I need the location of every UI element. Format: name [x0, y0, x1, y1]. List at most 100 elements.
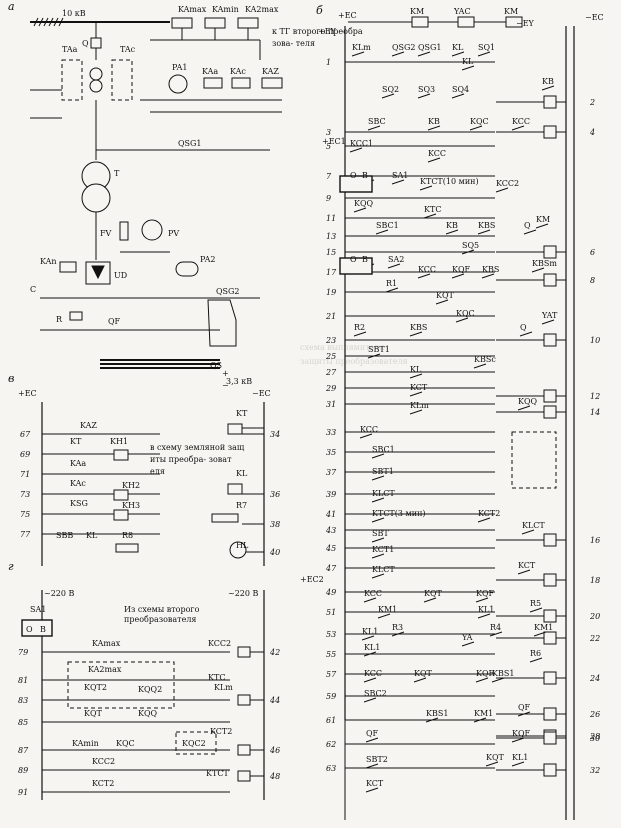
row-num-left: 47	[325, 564, 337, 573]
d-sa1-box	[21, 619, 53, 637]
coil-right	[543, 245, 557, 259]
coil-right	[543, 389, 557, 403]
contact-symbol	[349, 147, 363, 153]
contact-label: KTC	[424, 205, 441, 214]
contact-symbol	[517, 711, 531, 717]
contact-label: R5	[530, 599, 541, 608]
contact-label: QF	[518, 703, 531, 712]
contact-label: KCC	[428, 149, 446, 158]
kaa-label: KAa	[202, 67, 218, 76]
contact-symbol	[391, 51, 405, 57]
kamin-label: KAmin	[212, 5, 239, 14]
c-label: C	[30, 285, 36, 294]
d-label: SA1	[30, 605, 46, 614]
d-label: KCC2	[208, 639, 231, 648]
contact-symbol	[435, 299, 449, 305]
row-num-right: 26	[589, 710, 600, 719]
d-label: KQQ	[138, 709, 158, 718]
kl-coil	[227, 483, 243, 495]
contact-symbol	[451, 93, 465, 99]
contact-label: KL	[410, 365, 422, 374]
ammeter-pa1	[168, 74, 188, 94]
d-label: KQT2	[84, 683, 107, 692]
contact-label: QSG2	[392, 43, 416, 52]
row-num-right: 4	[589, 128, 595, 137]
row-num-left: 35	[326, 448, 336, 457]
coil-km2-top	[505, 16, 523, 28]
kac-label: KAc	[230, 67, 246, 76]
contact-symbol	[367, 125, 381, 131]
contact-label: KQQ	[518, 397, 538, 406]
transformer-secondary	[81, 183, 111, 213]
contact-label: Q	[520, 323, 527, 332]
bleed-text: защиты преобразователя	[300, 357, 408, 366]
contact-symbol	[531, 267, 545, 273]
d-label: KA2max	[88, 665, 122, 674]
c-row-left: 75	[20, 510, 30, 519]
ta-a-label: TAa	[62, 45, 78, 54]
d-label: KCT2	[210, 727, 232, 736]
c-row-right: 34	[270, 430, 280, 439]
ammeter-pa2	[175, 261, 199, 277]
breaker-q	[90, 37, 102, 49]
row-num-left: 31	[326, 400, 336, 409]
c-label: KH2	[122, 481, 140, 490]
row-num-left: 53	[326, 630, 336, 639]
r8-resistor	[115, 543, 139, 553]
d-coil	[237, 744, 251, 756]
row-num-right: 30	[590, 734, 600, 743]
contact-label: SBT2	[366, 755, 388, 764]
relay-kamin	[204, 17, 226, 29]
kaz-label: KAZ	[262, 67, 279, 76]
panel-label-c: в	[8, 372, 14, 385]
contact-label: SQ3	[418, 85, 435, 94]
c-label: R8	[122, 531, 133, 540]
d-label: KCT2	[92, 779, 114, 788]
sa1-box	[339, 175, 373, 193]
coil-right	[543, 125, 557, 139]
contact-label: KCC1	[350, 139, 373, 148]
contact-symbol	[363, 651, 377, 657]
coil-right	[543, 405, 557, 419]
contact-label: KLCT	[522, 521, 545, 530]
contact-label: KBSm	[532, 259, 557, 268]
hatch	[48, 17, 54, 27]
row-num-right: 10	[590, 336, 600, 345]
contact-label: YA	[461, 633, 473, 642]
contact-label: KCC	[512, 117, 530, 126]
contact-label: R4	[490, 623, 501, 632]
hatch	[53, 17, 59, 27]
contact-symbol	[409, 391, 423, 397]
relay-kaa	[203, 77, 223, 89]
row-num-left: 59	[326, 692, 336, 701]
contact-symbol	[475, 677, 489, 683]
contact-label: KBS	[482, 265, 499, 274]
coil-yac	[457, 16, 475, 28]
row-num-left: 57	[326, 670, 337, 679]
c-note-3: еля	[150, 467, 165, 476]
contact-symbol	[363, 597, 377, 603]
contact-symbol	[473, 363, 487, 369]
c-label: KT	[236, 409, 248, 418]
contact-symbol	[425, 717, 439, 723]
contact-symbol	[385, 287, 399, 293]
contact-label: KL1	[512, 753, 528, 762]
coil-right	[543, 533, 557, 547]
contact-label: KLCT	[372, 565, 395, 574]
d-label: KQC	[116, 739, 135, 748]
contact-label: R1	[386, 279, 397, 288]
hl-lamp	[229, 541, 247, 559]
contact-label: KBS1	[492, 669, 514, 678]
contact-symbol	[461, 249, 475, 255]
contact-symbol	[523, 229, 537, 235]
contact-symbol	[477, 613, 491, 619]
c-bus-left: +EC	[18, 389, 37, 398]
contact-symbol	[451, 51, 465, 57]
kamax-label: KAmax	[178, 5, 207, 14]
voltage-3kv-label: 3,3 кВ	[226, 377, 252, 386]
contact-symbol	[409, 409, 423, 415]
d-label: KTCT	[206, 769, 229, 778]
contact-label: KCC2	[496, 179, 519, 188]
relay-kamax	[171, 17, 193, 29]
contact-label: KB	[428, 117, 440, 126]
